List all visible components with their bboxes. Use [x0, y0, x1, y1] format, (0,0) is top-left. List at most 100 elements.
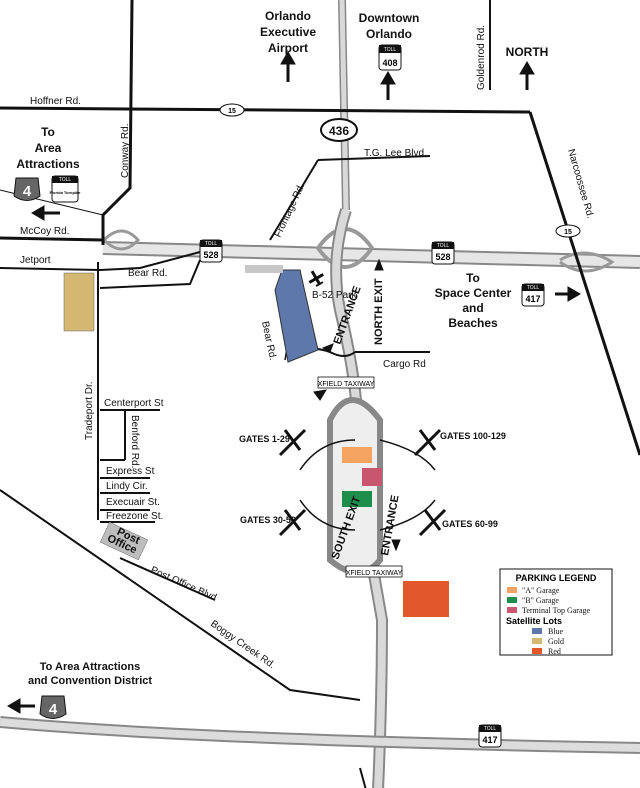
b52-label: B-52 Park: [312, 290, 357, 301]
legend-title: PARKING LEGEND: [516, 573, 597, 583]
i4-south-label: 4: [49, 701, 58, 718]
toll-408-label: 408: [382, 58, 397, 68]
shield-turnpike: TOLL Florida Turnpike: [49, 175, 81, 203]
arrow-up-downtown: [380, 71, 396, 85]
frontage-label: Frontage Rd.: [273, 182, 308, 240]
arrow-left-convention: [7, 698, 21, 714]
arrow-entrance-south: [391, 539, 401, 552]
shield-sr436: 436: [320, 118, 358, 142]
legend-swatch-b: [507, 597, 517, 603]
parking-areas: [63, 265, 449, 617]
hoffner-label: Hoffner Rd.: [30, 96, 81, 107]
post-office-blvd-label: Post Office Blvd: [149, 565, 218, 604]
freezone-label: Freezone St.: [106, 511, 163, 522]
sr15-east-label: 15: [564, 229, 572, 236]
toll-word-417b: TOLL: [484, 726, 497, 732]
legend-a-garage: "A" Garage: [522, 586, 560, 595]
lindy-label: Lindy Cir.: [106, 481, 148, 492]
gates-60-99: GATES 60-99: [442, 519, 498, 529]
space-line2: Space Center: [435, 286, 512, 300]
tradeport-label: Tradeport Dr.: [84, 381, 95, 440]
gate-piers: [278, 428, 447, 537]
toll-528-east-label: 528: [435, 252, 450, 262]
xfield-taxiway-1: XFIELD TAXIWAY: [318, 381, 375, 388]
gold-lot[interactable]: [63, 272, 95, 332]
arrow-right-space-center: [567, 286, 581, 302]
space-line4: Beaches: [448, 316, 498, 330]
shield-toll-417-east: TOLL 417: [521, 283, 545, 307]
arrow-south-exit: [313, 389, 327, 401]
a-garage[interactable]: [342, 447, 372, 463]
legend-blue: Blue: [548, 627, 564, 636]
toll-word-turnpike: TOLL: [59, 177, 72, 183]
sr15-north-label: 15: [228, 108, 236, 115]
arrow-up-airport: [280, 51, 296, 65]
legend-swatch-gold: [532, 638, 542, 644]
downtown-line2: Orlando: [366, 27, 412, 41]
sr436-label: 436: [329, 124, 349, 138]
toll-word-528b: TOLL: [437, 243, 450, 249]
legend-swatch-top: [507, 607, 517, 613]
shield-sr15-east: 15: [555, 224, 581, 238]
legend-top-garage: Terminal Top Garage: [522, 606, 590, 615]
xfield-taxiway-2: XFIELD TAXIWAY: [346, 570, 403, 577]
tg-lee-label: T.G. Lee Blvd.: [364, 148, 427, 159]
convention-line2: and Convention District: [28, 675, 152, 687]
legend-b-garage: "B" Garage: [522, 596, 559, 605]
toll-528-west-label: 528: [203, 250, 218, 260]
airplane-icon: [308, 270, 324, 287]
attractions-line3: Attractions: [16, 157, 80, 171]
arrow-left-attractions: [31, 205, 45, 221]
destination-labels: Orlando Executive Airport Downtown Orlan…: [16, 9, 548, 687]
shield-toll-408: TOLL 408: [378, 44, 402, 71]
legend-swatch-blue: [532, 628, 542, 634]
b-garage[interactable]: [342, 491, 372, 507]
shield-toll-528-west: TOLL 528: [199, 239, 223, 263]
jetport-label: Jetport: [20, 255, 51, 266]
red-lot[interactable]: [403, 581, 449, 617]
i4-north-label: 4: [23, 183, 32, 200]
shield-i4-south: 4: [39, 695, 67, 719]
space-line3: and: [462, 301, 483, 315]
bear-rd-label: Bear Rd.: [128, 268, 167, 279]
shield-i4-north: 4: [13, 177, 41, 201]
arrow-up-north: [519, 61, 535, 75]
gates-1-29: GATES 1-29: [239, 434, 290, 444]
toll-417-east-label: 417: [525, 294, 540, 304]
airport-line2: Executive: [260, 25, 316, 39]
toll-word-528a: TOLL: [205, 241, 218, 247]
express-label: Express St: [106, 466, 155, 477]
blue-lot[interactable]: [274, 269, 319, 363]
parking-legend: PARKING LEGEND "A" Garage "B" Garage Ter…: [499, 568, 613, 656]
toll-word-408: TOLL: [384, 47, 397, 53]
gates-30-59: GATES 30-59: [240, 515, 296, 525]
mccoy-label: McCoy Rd.: [20, 226, 69, 237]
attractions-line1: To: [41, 125, 55, 139]
shield-toll-417-south: TOLL 417: [478, 724, 502, 748]
bear-rd-2-label: Bear Rd.: [259, 320, 278, 361]
space-line1: To: [466, 271, 480, 285]
terminal-top-garage[interactable]: [362, 468, 382, 486]
benford-label: Benford Rd.: [129, 415, 140, 468]
shield-sr15-north: 15: [219, 103, 245, 117]
toll-word-417a: TOLL: [527, 285, 540, 291]
north-exit-label: NORTH EXIT: [373, 278, 385, 345]
centerport-label: Centerport St: [104, 398, 164, 409]
turnpike-label: Florida Turnpike: [49, 190, 81, 195]
conway-label: Conway Rd.: [120, 124, 131, 178]
direction-arrows: [7, 51, 581, 714]
legend-swatch-red: [532, 648, 542, 654]
boggy-creek-label: Boggy Creek Rd.: [208, 618, 277, 671]
arrow-north-exit: [374, 258, 384, 271]
execuair-label: Execuair St.: [106, 497, 160, 508]
north-label: NORTH: [506, 45, 549, 59]
shield-toll-528-east: TOLL 528: [431, 241, 455, 265]
legend-swatch-a: [507, 587, 517, 593]
legend-satellite-title: Satellite Lots: [506, 616, 562, 626]
legend-gold: Gold: [548, 637, 564, 646]
gate-labels: GATES 1-29 GATES 100-129 GATES 30-59 GAT…: [239, 431, 506, 529]
cargo-label: Cargo Rd: [383, 359, 426, 370]
gray-lot: [245, 265, 283, 273]
